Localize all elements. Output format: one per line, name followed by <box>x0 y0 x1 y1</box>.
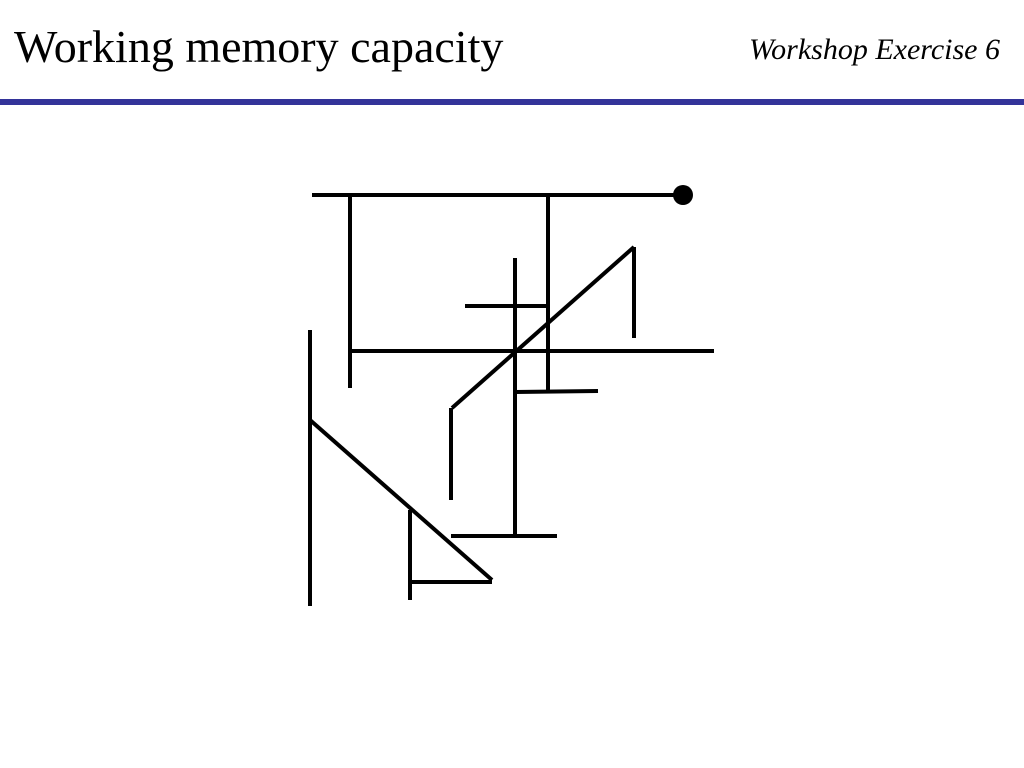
slide-title: Working memory capacity <box>14 21 504 72</box>
end-dot <box>673 185 693 205</box>
figure-segment <box>308 418 494 582</box>
exercise-label: Workshop Exercise 6 <box>748 33 1000 66</box>
figure-strokes <box>308 193 714 606</box>
title-divider <box>0 99 1024 105</box>
figure-segment <box>514 389 599 394</box>
figure-segment <box>450 245 636 410</box>
